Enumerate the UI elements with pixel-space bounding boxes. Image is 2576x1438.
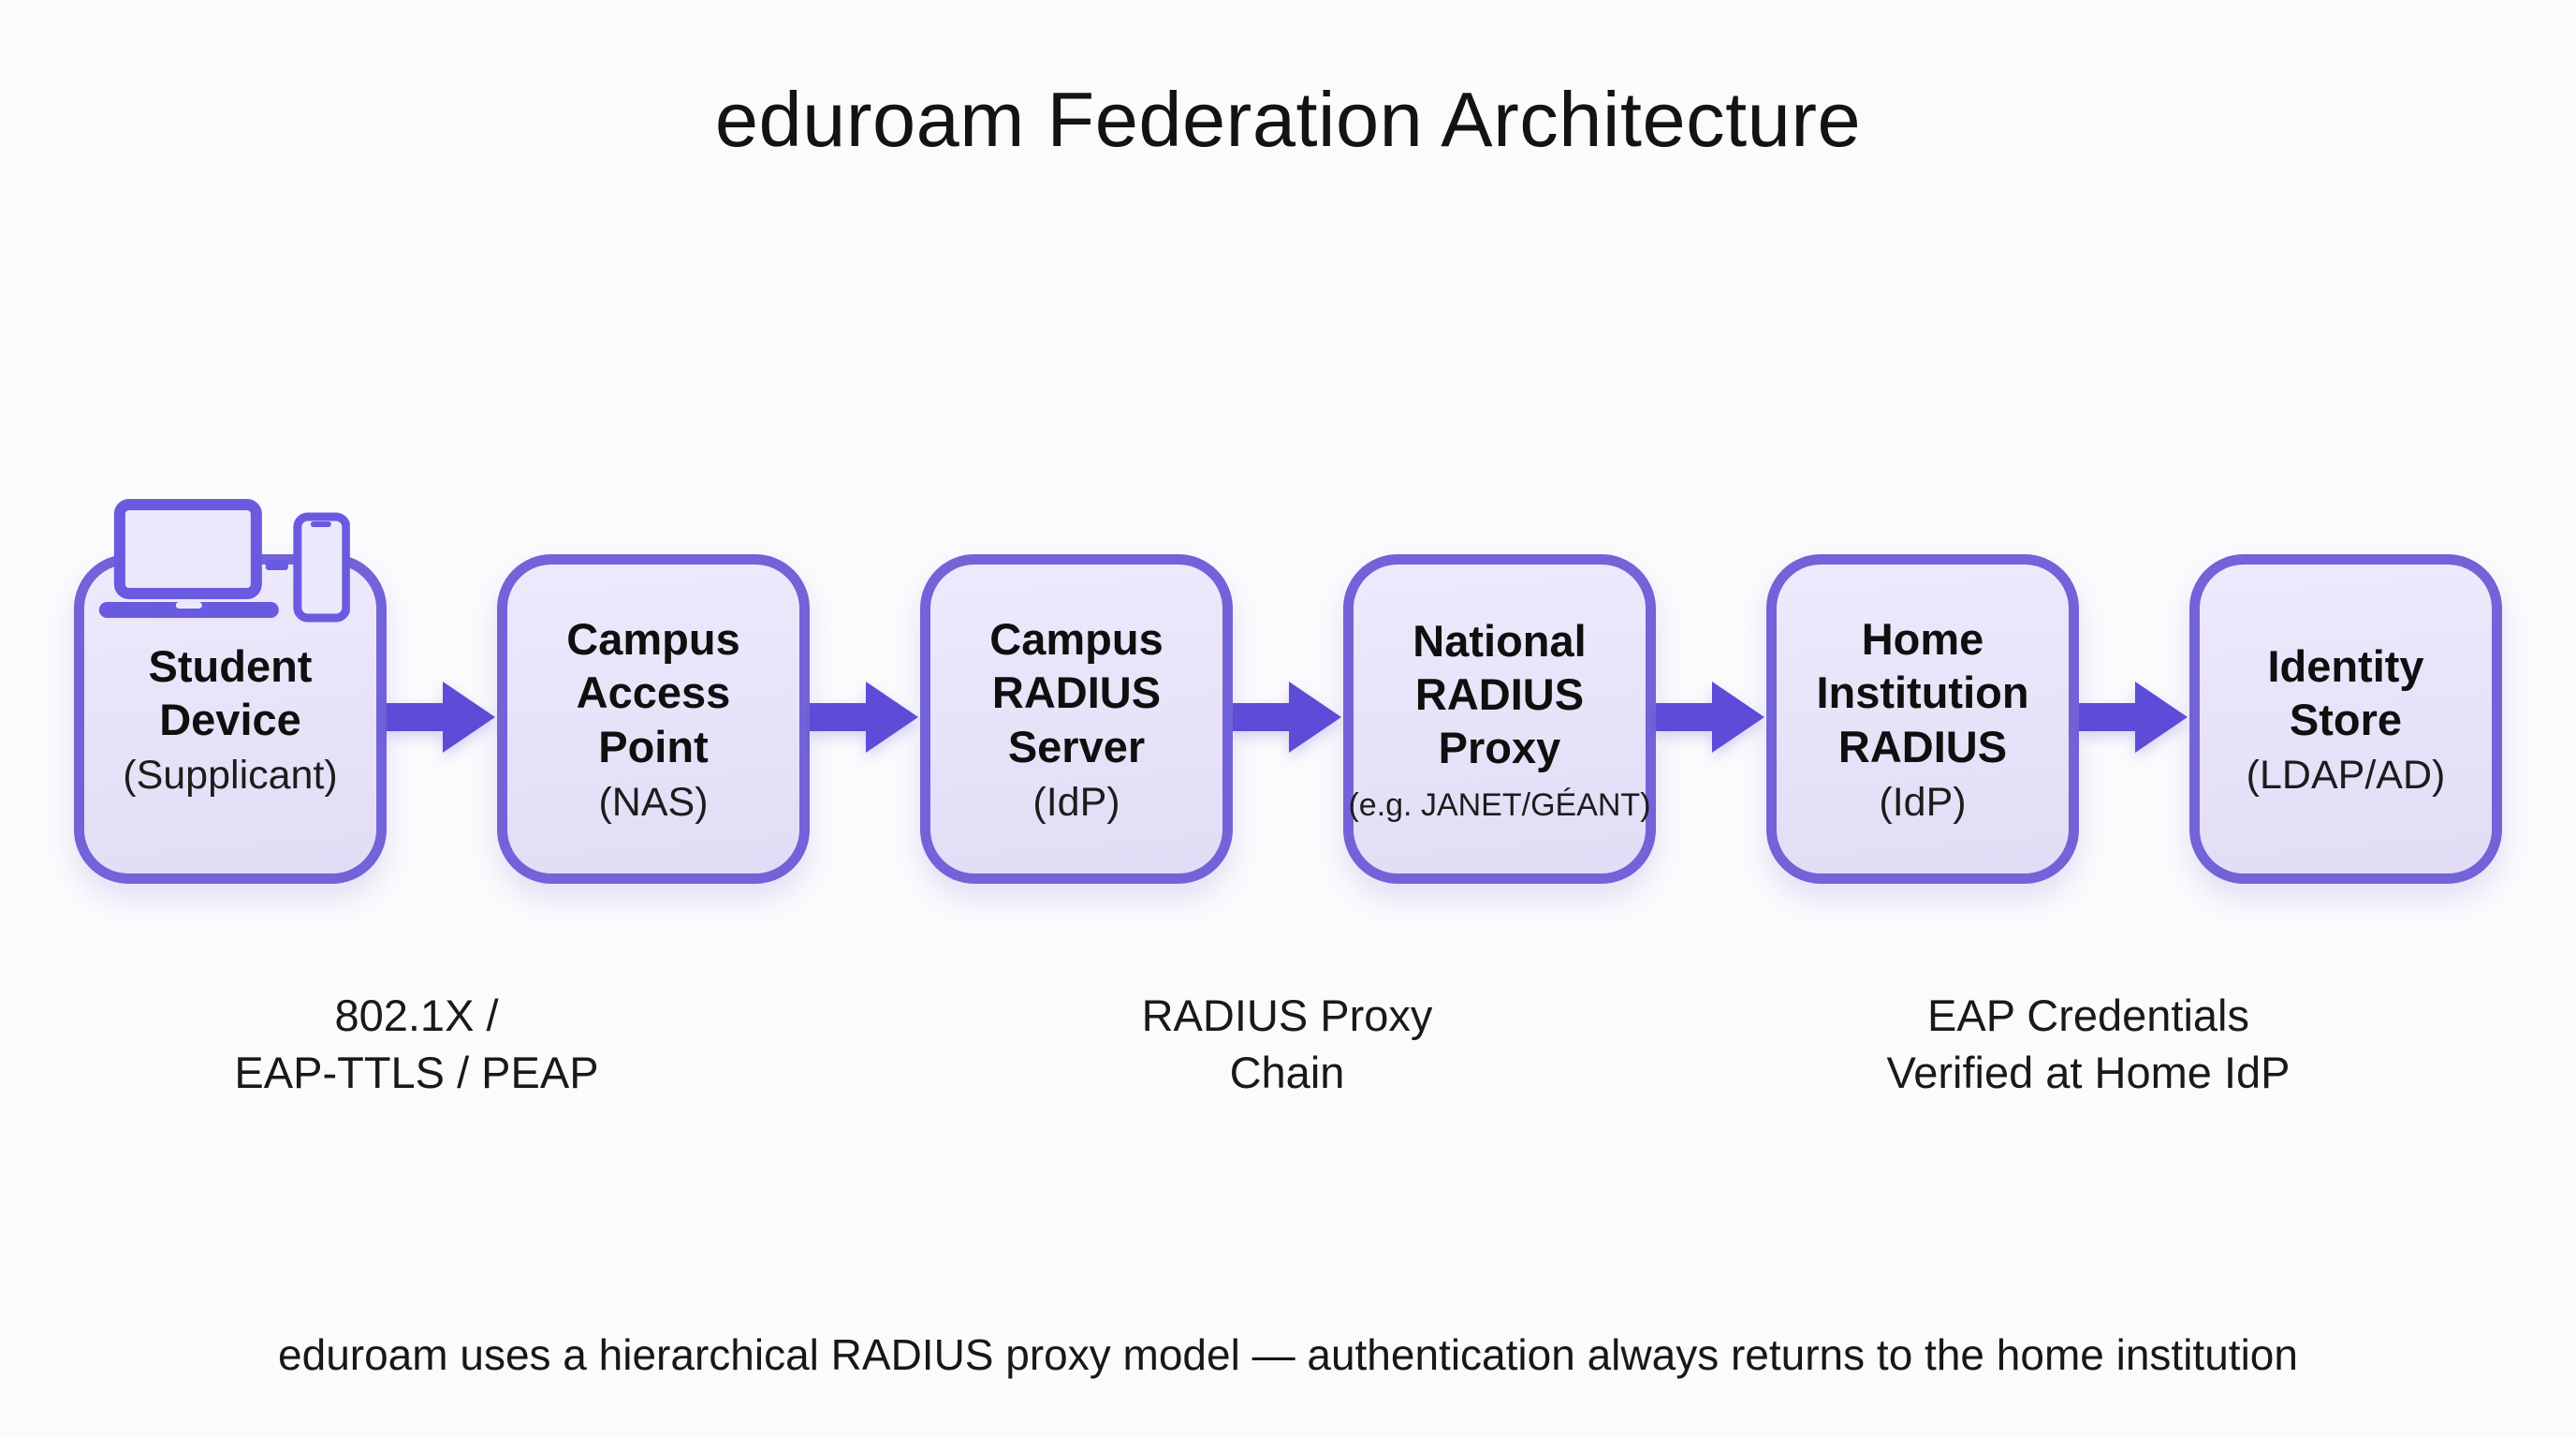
node-campus-radius-server: Campus RADIUS Server (IdP) [920,554,1233,884]
smartphone-icon [293,512,350,623]
node-home-institution-radius: Home Institution RADIUS (IdP) [1766,554,2079,884]
node-identity-store: Identity Store (LDAP/AD) [2189,554,2502,884]
flow-arrow-icon [1233,672,1343,762]
node-title: Student Device [148,640,313,744]
node-subtitle: (IdP) [1879,779,1967,825]
node-title: National RADIUS Proxy [1412,615,1587,773]
node-campus-access-point: Campus Access Point (NAS) [497,554,810,884]
flow-arrow-icon [387,672,497,762]
flow-row: Student Device (Supplicant) Campus Acces… [0,499,2576,884]
annotation-radius-proxy-chain: RADIUS Proxy Chain [1142,987,1433,1101]
node-subtitle: (e.g. JANET/GÉANT) [1348,787,1651,824]
flow-arrow-icon [2079,672,2189,762]
node-subtitle: (IdP) [1032,779,1120,825]
annotation-line: 802.1X / [334,990,499,1040]
node-title: Identity Store [2267,640,2424,744]
node-subtitle: (NAS) [598,779,709,825]
node-title: Campus RADIUS Server [989,614,1164,771]
node-subtitle: (Supplicant) [123,753,338,799]
annotation-line: Chain [1229,1048,1345,1098]
page-title: eduroam Federation Architecture [714,76,1862,163]
annotation-line: EAP Credentials [1927,990,2249,1040]
node-national-radius-proxy: National RADIUS Proxy (e.g. JANET/GÉANT) [1343,554,1656,884]
flow-arrow-icon [810,672,920,762]
annotation-eap-credentials: EAP Credentials Verified at Home IdP [1886,987,2290,1101]
connector-dash-icon [265,560,288,570]
flow-arrow-icon [1656,672,1766,762]
annotation-8021x: 802.1X / EAP-TTLS / PEAP [234,987,598,1101]
node-title: Campus Access Point [566,614,740,771]
node-subtitle: (LDAP/AD) [2246,753,2446,799]
node-title: Home Institution RADIUS [1816,614,2029,771]
annotation-line: Verified at Home IdP [1886,1048,2291,1098]
node-student-device: Student Device (Supplicant) [74,499,387,884]
annotation-line: RADIUS Proxy [1141,990,1433,1040]
laptop-icon [98,499,279,618]
annotation-line: EAP-TTLS / PEAP [234,1048,599,1098]
footer-caption: eduroam uses a hierarchical RADIUS proxy… [278,1330,2298,1379]
device-icons [95,499,350,624]
